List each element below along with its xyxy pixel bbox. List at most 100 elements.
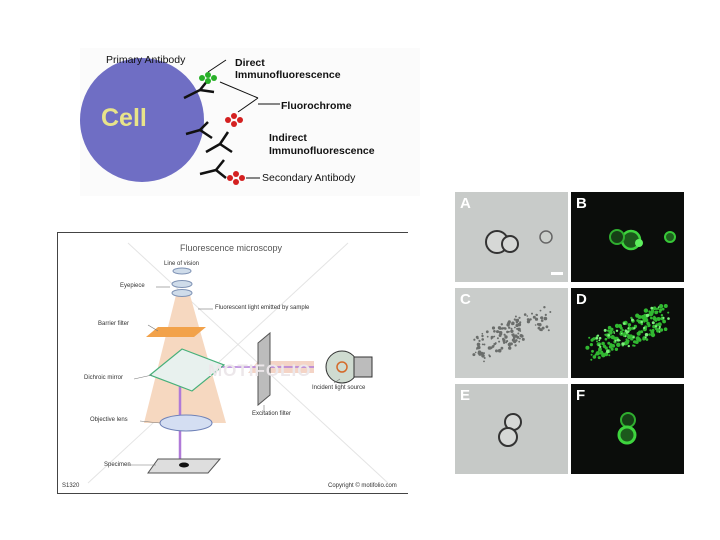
cell-debris <box>481 343 484 346</box>
fluorescent-particle <box>645 313 650 318</box>
fluorescent-spot <box>635 239 643 247</box>
cell-debris <box>478 339 481 342</box>
fluorescent-particle <box>627 334 632 340</box>
light-source-shape <box>325 350 373 384</box>
immunofluorescence-graphic <box>80 58 280 185</box>
cell-debris <box>529 318 532 321</box>
cell-debris <box>498 334 502 337</box>
fluorescent-particle <box>649 329 652 332</box>
cell-debris <box>478 352 482 356</box>
direct-label-line2: Immunofluorescence <box>235 69 341 81</box>
fluorescent-particle <box>618 339 621 342</box>
fluorescent-cell <box>620 412 636 428</box>
primary-antibody-label: Primary Antibody <box>106 54 186 66</box>
cell-debris <box>503 327 506 329</box>
excitation-filter-plate <box>257 331 271 407</box>
fluorescent-particle <box>650 310 654 315</box>
eyepiece-lens <box>171 280 193 288</box>
fluorescent-particle <box>638 330 641 334</box>
dichroic-mirror-plate <box>148 348 226 392</box>
cell-debris <box>508 326 511 329</box>
red-fluorochrome <box>225 113 245 185</box>
fluorescent-particle <box>658 331 661 333</box>
cell-debris <box>490 335 494 339</box>
cell-debris <box>500 346 504 350</box>
fluorescent-particle <box>610 327 614 331</box>
fluorescent-particle <box>656 310 659 313</box>
fluorescent-particle <box>595 351 600 356</box>
specimen-label: Specimen <box>104 462 131 468</box>
scale-bar <box>551 272 563 275</box>
cell-debris <box>514 326 516 329</box>
yeast-cell <box>498 427 518 447</box>
green-fluorochrome <box>199 72 217 84</box>
fluorescent-particle <box>590 358 593 361</box>
cell-debris <box>519 321 522 324</box>
barrier-filter-plate <box>146 327 206 337</box>
fluorescent-particle <box>644 336 647 339</box>
fluorescent-particle <box>654 325 658 328</box>
fluorescent-particle <box>630 316 633 320</box>
fluorescent-particle <box>598 344 600 346</box>
cell-debris <box>540 319 544 322</box>
cell-debris <box>510 329 514 333</box>
label-arrows <box>207 59 280 179</box>
cell-debris <box>481 332 484 335</box>
excitation-filter-label: Excitation filter <box>252 411 292 417</box>
micrograph-d: D <box>571 288 684 378</box>
cell-debris <box>513 318 516 321</box>
fluorescent-particle <box>630 338 633 341</box>
fluorescent-particle <box>614 347 619 351</box>
fluorescent-particle <box>650 330 655 335</box>
secondary-antibody-label: Secondary Antibody <box>262 172 356 184</box>
emitted-light-label: Fluorescent light emitted by sample <box>215 305 310 311</box>
fluorescent-particle <box>599 345 602 348</box>
panel-label: A <box>460 195 471 212</box>
cell-debris <box>476 342 481 347</box>
fluorescent-particle <box>623 322 626 325</box>
fluorescent-particle <box>607 334 610 337</box>
cell-shape <box>80 58 204 182</box>
cell-debris <box>508 342 511 345</box>
cell-debris <box>488 354 490 356</box>
fluorescent-particle <box>606 349 610 354</box>
cell-debris <box>549 311 552 313</box>
cell-debris <box>501 327 505 330</box>
fluorescent-particle <box>642 318 646 322</box>
direct-label-line1: Direct <box>235 57 265 69</box>
yeast-cell <box>539 230 553 244</box>
cell-debris <box>517 332 520 335</box>
yeast-cell <box>501 235 519 253</box>
objective-lens-label: Objective lens <box>90 417 128 423</box>
fluorescent-particle <box>636 319 640 322</box>
cell-debris <box>498 340 501 343</box>
fluorescent-particle <box>656 307 660 310</box>
fluorescent-particle <box>613 332 615 334</box>
cell-debris <box>498 327 502 330</box>
fluorescent-particle <box>610 347 614 351</box>
micrograph-c: C <box>455 288 568 378</box>
fluorescent-particle <box>615 329 619 332</box>
cell-debris <box>545 325 549 329</box>
cell-debris <box>491 326 496 330</box>
micrograph-a: A <box>455 192 568 282</box>
fluorescent-particle <box>619 330 623 334</box>
fluorescent-particle <box>657 306 660 308</box>
immunofluorescence-diagram: Cell Primary Antibody Direct Immunofluor… <box>80 48 420 196</box>
cell-debris <box>486 335 489 338</box>
fluorescent-particle <box>614 339 617 342</box>
line-of-vision-lens <box>172 267 192 275</box>
fluorescent-particle <box>627 327 630 330</box>
figure-code: S1320 <box>62 483 80 489</box>
fluorescent-particle <box>661 307 665 311</box>
fluorescent-particle <box>597 356 601 360</box>
fluorescent-particle <box>619 324 622 328</box>
fluorescent-particle <box>616 338 620 342</box>
fluorescent-particle <box>598 349 601 352</box>
fluorescent-particle <box>633 340 637 344</box>
cell-debris <box>517 327 521 331</box>
fluorescent-particle <box>647 323 651 327</box>
fluorescent-particle <box>601 341 605 346</box>
fluorescent-particle <box>650 316 653 320</box>
fluorescent-particle <box>644 333 649 337</box>
